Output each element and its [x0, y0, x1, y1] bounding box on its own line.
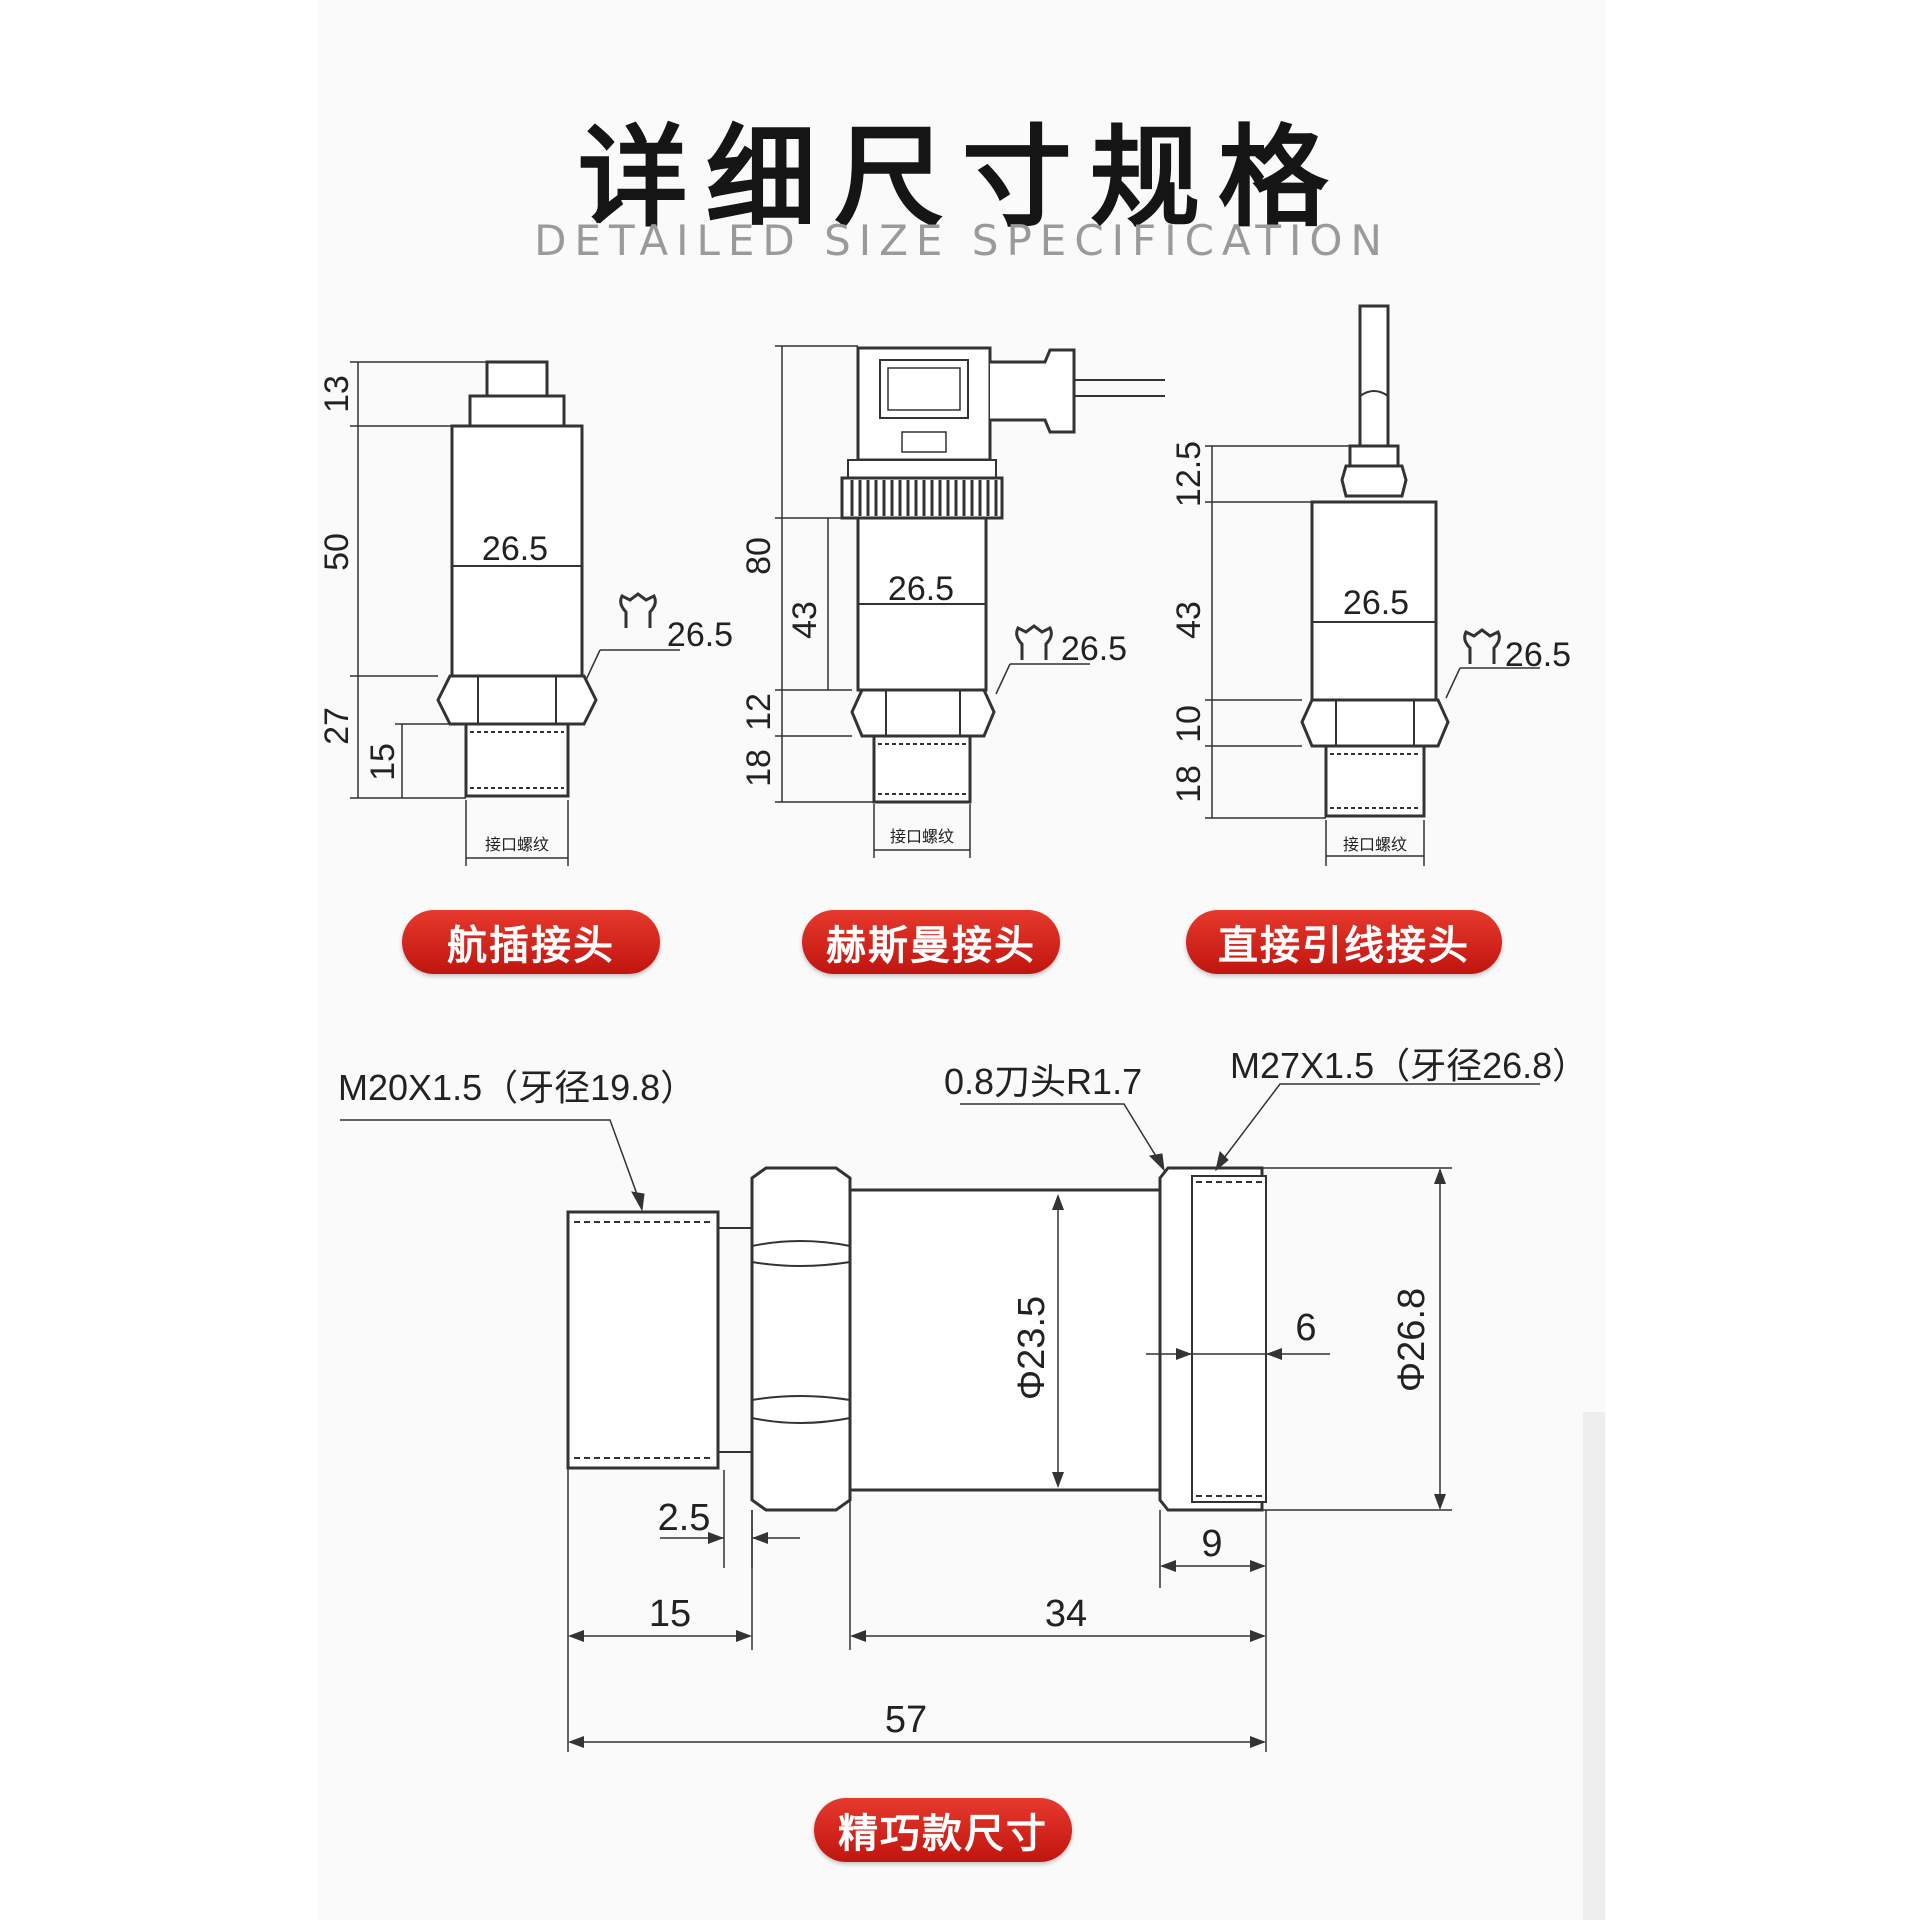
- v2-port-label: 接口螺纹: [890, 828, 954, 846]
- label-compact-size: 精巧款尺寸: [814, 1798, 1072, 1862]
- dia-body-label: Φ23.5: [1011, 1296, 1053, 1400]
- v2-dim-total: 80: [740, 537, 778, 575]
- variant-hirschmann-drawing: [775, 345, 1165, 858]
- dim-6-label: 6: [1295, 1307, 1316, 1349]
- v3-port-label: 接口螺纹: [1343, 836, 1407, 854]
- thread-right-label: M27X1.5（牙径26.8）: [1230, 1045, 1588, 1086]
- page-title: 详细尺寸规格: [578, 114, 1346, 242]
- v1-dim-top: 13: [318, 375, 356, 413]
- label-aviation-plug: 航插接头: [402, 910, 660, 974]
- v2-dim-diameter: 26.5: [888, 570, 954, 608]
- v3-dim-top: 12.5: [1170, 441, 1208, 507]
- v1-dim-thread: 15: [364, 743, 402, 781]
- v1-dim-wrench: 26.5: [667, 616, 733, 654]
- label-hirschmann: 赫斯曼接头: [802, 910, 1060, 974]
- v1-port-label: 接口螺纹: [485, 836, 549, 854]
- dim-15-label: 15: [649, 1593, 691, 1635]
- dia-cap-label: Φ26.8: [1391, 1288, 1433, 1392]
- compact-detail-drawing: [340, 1083, 1540, 1752]
- page-subtitle: DETAILED SIZE SPECIFICATION: [534, 216, 1390, 265]
- v3-dim-body: 43: [1170, 601, 1208, 639]
- v3-dim-hex: 10: [1170, 705, 1208, 743]
- dim-34-label: 34: [1045, 1593, 1087, 1635]
- dim-2-5-label: 2.5: [658, 1497, 711, 1539]
- cutter-label: 0.8刀头R1.7: [944, 1061, 1142, 1102]
- v3-dim-thread: 18: [1170, 765, 1208, 803]
- v3-dim-wrench: 26.5: [1505, 636, 1571, 674]
- v1-dim-body: 50: [318, 533, 356, 571]
- variant-direct-lead-drawing: [1205, 304, 1540, 866]
- v1-dim-diameter: 26.5: [482, 530, 548, 568]
- v2-dim-hex: 12: [740, 693, 778, 731]
- thread-left-label: M20X1.5（牙径19.8）: [338, 1067, 696, 1108]
- v3-dim-diameter: 26.5: [1343, 584, 1409, 622]
- v1-dim-lower: 27: [318, 707, 356, 745]
- label-direct-lead: 直接引线接头: [1186, 910, 1502, 974]
- variant-aviation-plug-drawing: [350, 360, 680, 866]
- v2-dim-body: 43: [786, 601, 824, 639]
- dim-57-label: 57: [885, 1699, 927, 1741]
- dim-9-label: 9: [1201, 1523, 1222, 1565]
- v2-dim-wrench: 26.5: [1061, 630, 1127, 668]
- panel-edge: [1583, 1412, 1605, 1920]
- v2-dim-thread: 18: [740, 749, 778, 787]
